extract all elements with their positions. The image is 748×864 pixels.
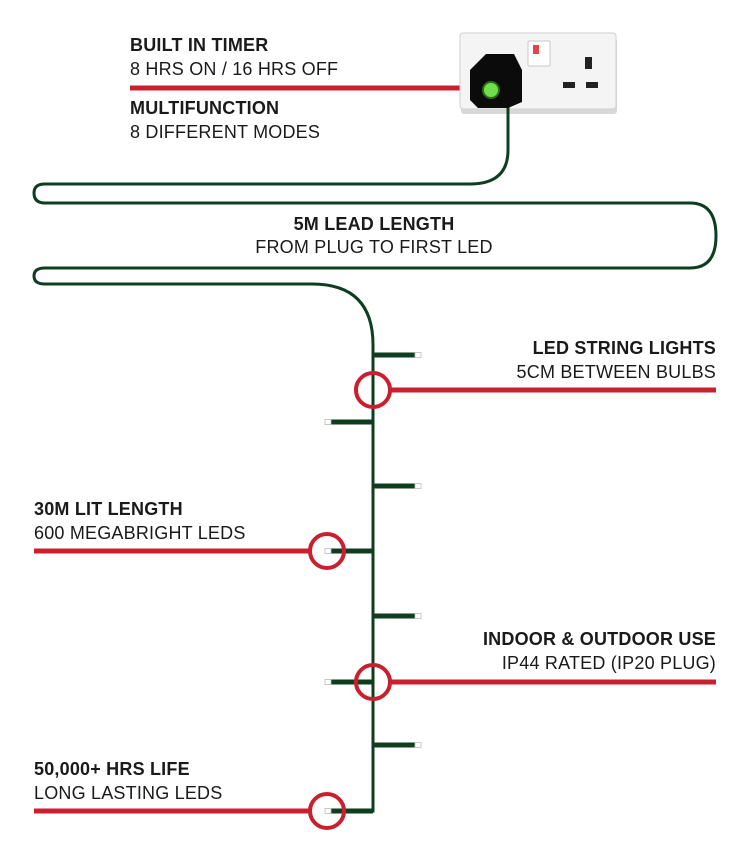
lead-subtitle: FROM PLUG TO FIRST LED bbox=[255, 237, 493, 257]
highlight-circle-icon bbox=[308, 532, 346, 570]
highlight-circle-icon bbox=[354, 371, 392, 409]
lead-title: 5M LEAD LENGTH bbox=[293, 214, 455, 234]
led-branches bbox=[324, 352, 422, 814]
power-led-icon bbox=[482, 81, 500, 99]
highlight-circle-icon bbox=[308, 792, 346, 830]
life-title: 50,000+ HRS LIFE bbox=[34, 759, 190, 779]
multifunction-subtitle: 8 DIFFERENT MODES bbox=[130, 122, 321, 142]
bulb-icon bbox=[414, 352, 422, 358]
lead-wire bbox=[32, 104, 718, 813]
indoor-outdoor-subtitle: IP44 RATED (IP20 PLUG) bbox=[501, 653, 716, 673]
plug-icon bbox=[470, 54, 522, 108]
bulb-icon bbox=[324, 548, 332, 554]
bulb-icon bbox=[414, 483, 422, 489]
bulb-icon bbox=[324, 679, 332, 685]
timer-title: BUILT IN TIMER bbox=[130, 35, 269, 55]
multifunction-title: MULTIFUNCTION bbox=[130, 98, 280, 118]
bulb-icon bbox=[324, 808, 332, 814]
highlight-circles bbox=[308, 371, 392, 830]
bulb-icon bbox=[414, 742, 422, 748]
bulb-icon bbox=[414, 613, 422, 619]
life-subtitle: LONG LASTING LEDS bbox=[34, 783, 223, 803]
lit-length-title: 30M LIT LENGTH bbox=[34, 499, 183, 519]
bulb-icon bbox=[324, 419, 332, 425]
indoor-outdoor-title: INDOOR & OUTDOOR USE bbox=[482, 629, 716, 649]
lit-length-subtitle: 600 MEGABRIGHT LEDS bbox=[34, 523, 246, 543]
highlight-circle-icon bbox=[354, 663, 392, 701]
callout-lines bbox=[34, 85, 716, 814]
string-lights-title: LED STRING LIGHTS bbox=[532, 338, 716, 358]
timer-subtitle: 8 HRS ON / 16 HRS OFF bbox=[130, 59, 339, 79]
string-lights-subtitle: 5CM BETWEEN BULBS bbox=[516, 362, 716, 382]
